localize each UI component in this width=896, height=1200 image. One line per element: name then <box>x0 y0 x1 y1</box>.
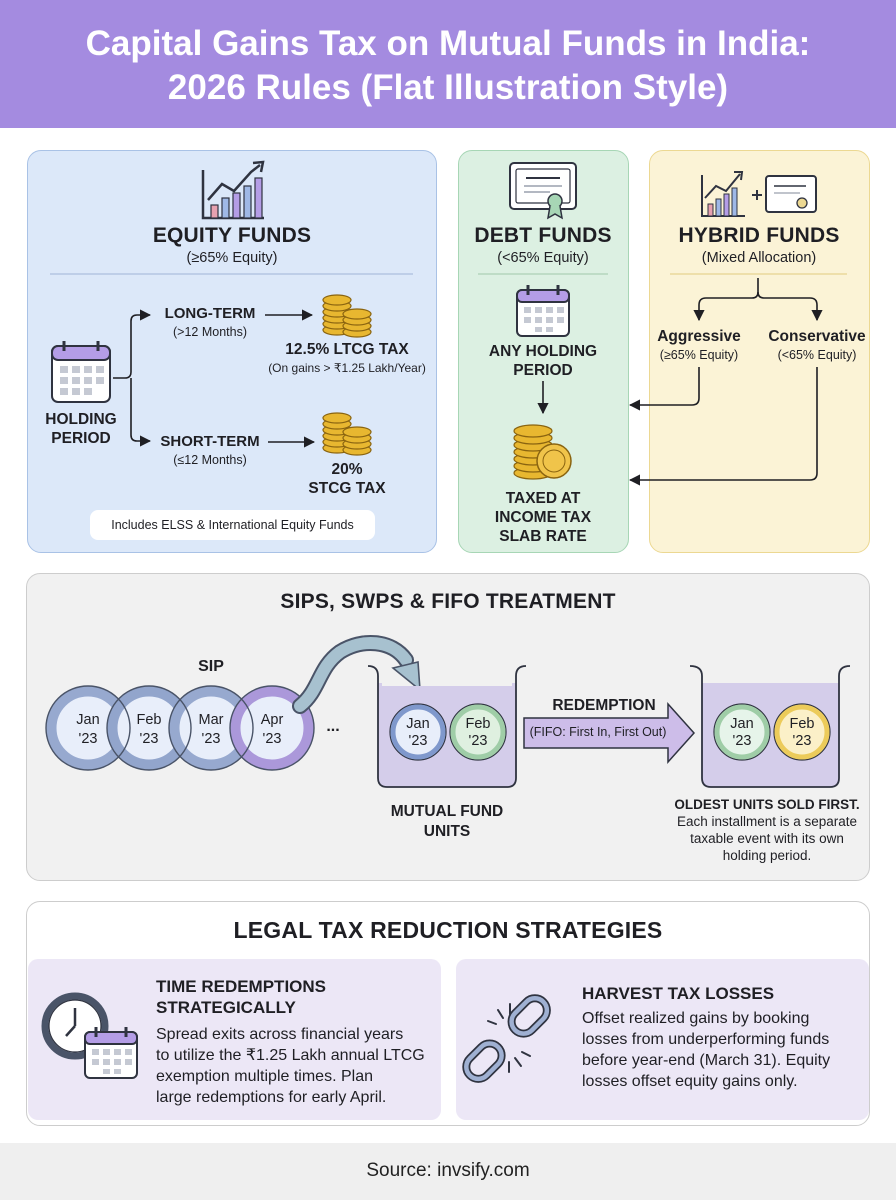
equity-subtitle: (≥65% Equity) <box>186 250 278 266</box>
page-title-line-2: 2026 Rules (Flat Illustration Style) <box>167 68 729 107</box>
page-title-line-1: Capital Gains Tax on Mutual Funds in Ind… <box>85 24 811 63</box>
oldest-units-label: OLDEST UNITS SOLD FIRST. <box>674 797 860 812</box>
sip-ring-1-year: '23 <box>78 731 98 747</box>
long-term-label: LONG-TERM <box>164 305 256 322</box>
mutual-fund-units-label-1: MUTUAL FUND <box>390 803 504 820</box>
sip-ring-4-year: '23 <box>262 731 282 747</box>
legal-section-title: LEGAL TAX REDUCTION STRATEGIES <box>233 917 663 943</box>
ltcg-tax-label: 12.5% LTCG TAX <box>285 341 409 358</box>
unit-coin-1-month: Jan <box>406 716 430 732</box>
sip-ring-3-year: '23 <box>201 731 221 747</box>
harvest-losses-line-2: losses from underperforming funds <box>582 1031 830 1048</box>
holding-branch-lines <box>113 309 316 448</box>
harvest-losses-title: HARVEST TAX LOSSES <box>582 984 775 1003</box>
sip-label: SIP <box>198 658 224 675</box>
header-banner: Capital Gains Tax on Mutual Funds in Ind… <box>0 0 896 128</box>
debt-funds-panel <box>458 150 629 553</box>
time-redemptions-line-4: large redemptions for early April. <box>156 1089 387 1106</box>
debt-holding-2: PERIOD <box>513 362 573 379</box>
debt-taxed-2: INCOME TAX <box>494 509 592 526</box>
sip-ring-2-year: '23 <box>139 731 159 747</box>
stcg-tax-label: STCG TAX <box>308 480 386 497</box>
holding-period-label-2: PERIOD <box>51 430 111 447</box>
sold-coin-2-month: Feb <box>789 716 815 732</box>
sold-coin-2-year: '23 <box>792 733 812 749</box>
hybrid-combined-icon <box>701 171 817 217</box>
conservative-sub: (<65% Equity) <box>777 348 857 362</box>
debt-coin-stack-icon <box>513 424 572 480</box>
sip-installment-rings <box>45 685 315 771</box>
hybrid-title: HYBRID FUNDS <box>678 224 840 247</box>
sip-ring-3-month: Mar <box>198 712 224 728</box>
calendar-icon <box>51 341 111 403</box>
short-term-label: SHORT-TERM <box>160 433 260 450</box>
time-redemptions-title-2: STRATEGICALLY <box>156 998 296 1017</box>
long-term-sub: (>12 Months) <box>173 325 247 339</box>
installment-note-3: holding period. <box>722 848 812 863</box>
installment-note-1: Each installment is a separate <box>676 814 858 829</box>
redemption-arrow <box>523 702 696 764</box>
footer-band: Source: invsify.com <box>0 1143 896 1200</box>
conservative-label: Conservative <box>768 328 866 345</box>
certificate-icon <box>509 162 577 220</box>
harvest-losses-line-4: losses offset equity gains only. <box>582 1073 798 1090</box>
growth-chart-icon <box>201 160 265 220</box>
debt-holding-1: ANY HOLDING <box>488 343 598 360</box>
fifo-label: (FIFO: First In, First Out) <box>529 725 667 739</box>
hybrid-branch-lines <box>628 278 823 486</box>
stcg-tax-rate: 20% <box>331 461 363 478</box>
hybrid-funds-panel <box>649 150 870 553</box>
debt-title: DEBT FUNDS <box>474 224 612 247</box>
coin-stack-icon-short-term <box>322 412 372 456</box>
equity-title: EQUITY FUNDS <box>152 224 312 247</box>
sip-ring-4-month: Apr <box>260 712 284 728</box>
ltcg-tax-sub: (On gains > ₹1.25 Lakh/Year) <box>268 361 426 375</box>
unit-coin-2-year: '23 <box>468 733 488 749</box>
sip-ellipsis: ... <box>326 718 340 735</box>
aggressive-label: Aggressive <box>657 328 741 345</box>
debt-taxed-1: TAXED AT <box>505 490 581 507</box>
redemption-label: REDEMPTION <box>552 697 656 714</box>
elss-note: Includes ELSS & International Equity Fun… <box>90 510 375 540</box>
aggressive-sub: (≥65% Equity) <box>659 348 739 362</box>
mutual-fund-units-label-2: UNITS <box>423 823 471 840</box>
short-term-sub: (≤12 Months) <box>173 453 247 467</box>
source-credit: Source: invsify.com <box>366 1160 530 1181</box>
clock-calendar-icon <box>41 992 138 1079</box>
sold-coin-1-month: Jan <box>730 716 754 732</box>
sip-ring-1-month: Jan <box>76 712 100 728</box>
holding-period-label-1: HOLDING <box>45 411 117 428</box>
broken-chain-icon <box>462 994 551 1083</box>
harvest-losses-line-1: Offset realized gains by booking <box>582 1010 810 1027</box>
strategy-card-harvest-losses <box>456 959 869 1120</box>
coin-stack-icon-long-term <box>322 294 372 338</box>
harvest-losses-line-3: before year-end (March 31). Equity <box>582 1052 831 1069</box>
debt-subtitle: (<65% Equity) <box>497 250 589 266</box>
time-redemptions-title-1: TIME REDEMPTIONS <box>156 977 327 996</box>
debt-taxed-3: SLAB RATE <box>499 528 587 545</box>
sold-coin-1-year: '23 <box>732 733 752 749</box>
debt-calendar-icon <box>516 285 570 337</box>
sip-section-title: SIPS, SWPS & FIFO TREATMENT <box>280 590 616 613</box>
sip-to-units-arrow <box>292 635 421 714</box>
time-redemptions-line-1: Spread exits across financial years <box>156 1026 404 1043</box>
unit-coin-2-month: Feb <box>465 716 491 732</box>
sip-ring-2-month: Feb <box>136 712 162 728</box>
hybrid-subtitle: (Mixed Allocation) <box>701 250 817 266</box>
mutual-fund-units-container <box>367 665 527 788</box>
sold-units-container <box>689 665 851 788</box>
unit-coin-1-year: '23 <box>408 733 428 749</box>
time-redemptions-line-2: to utilize the ₹1.25 Lakh annual LTCG <box>156 1047 425 1064</box>
installment-note-2: taxable event with its own <box>690 831 844 846</box>
time-redemptions-line-3: exemption multiple times. Plan <box>156 1068 373 1085</box>
